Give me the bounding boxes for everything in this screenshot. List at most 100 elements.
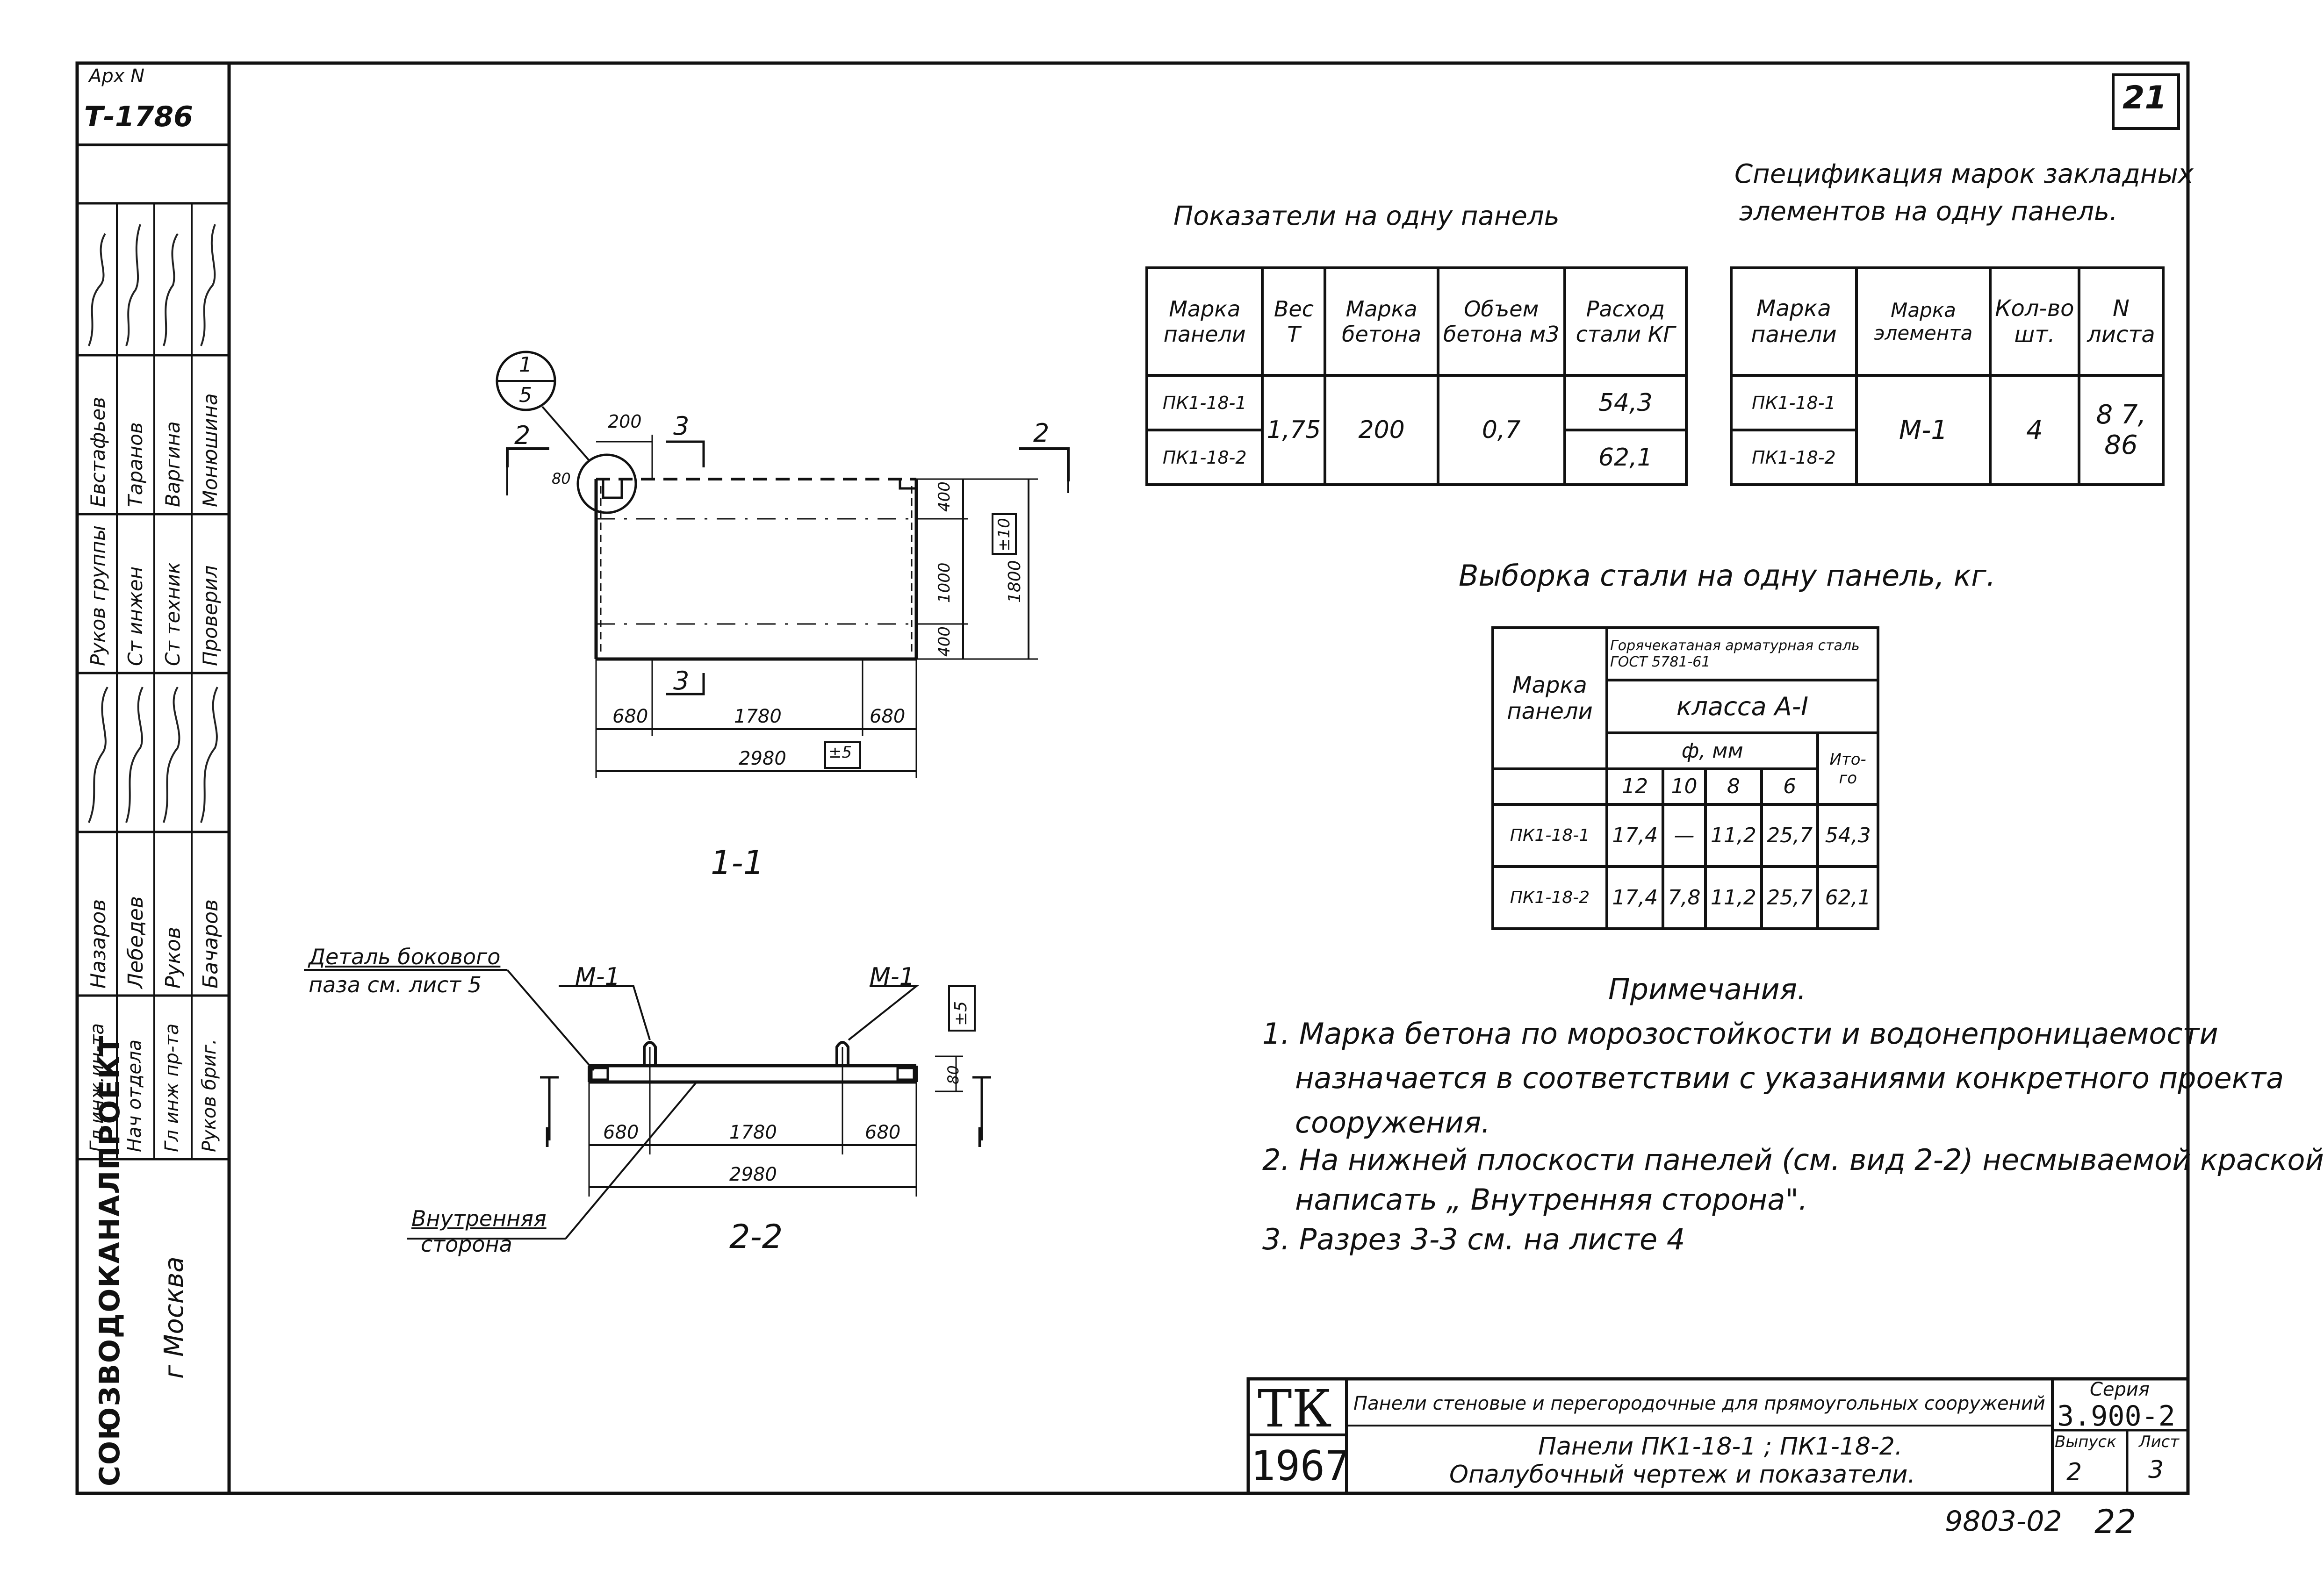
cell-volume: 0,7 (1436, 374, 1566, 486)
dim-bottom-680-right: 680 (870, 706, 906, 727)
section-3-top: 3 (673, 411, 690, 441)
m1-right-label: М-1 (870, 963, 915, 991)
name-monyushina: Монюшина (199, 393, 222, 507)
bottom-page: 22 (2094, 1503, 2137, 1541)
drawing-frame (75, 61, 2190, 1495)
dim-total-2980: 2980 (739, 748, 786, 769)
dim-right-400-top: 400 (935, 481, 954, 512)
dim-right-400-bottom: 400 (935, 626, 954, 657)
detail-note-line2: паза см. лист 5 (309, 972, 482, 997)
header-panel-mark: Марка панели (1145, 266, 1264, 377)
name-bacharov: Бачаров (199, 899, 223, 989)
steel-header-phi: ф, мм (1605, 731, 1820, 770)
organization-city: г Москва (159, 1256, 189, 1379)
diameter-6: 6 (1760, 767, 1820, 806)
dim-height-1800: 1800 (1005, 560, 1024, 603)
spec-title-line2: элементов на одну панель. (1739, 196, 2118, 227)
steel-header-class: класса А-I (1605, 679, 1879, 734)
steel-header-mark: Марка панели (1491, 626, 1608, 770)
callout-bottom: 5 (519, 383, 532, 407)
tol-height: ±10 (995, 518, 1014, 552)
steel-cell: 7,8 (1662, 865, 1707, 930)
steel-row-mark-1: ПК1-18-1 (1491, 803, 1608, 868)
issue-label: Выпуск (2055, 1433, 2116, 1451)
dim-bottom-1780: 1780 (734, 706, 782, 727)
tol-2-2: ±5 (951, 1001, 971, 1026)
dim-22-680-left: 680 (603, 1122, 639, 1143)
title-block-year: 1967 (1251, 1442, 1350, 1490)
role-brigade-head: Руков бриг. (199, 1039, 220, 1153)
steel-cell: 25,7 (1760, 803, 1820, 868)
indicators-table: Марка панели Вес Т Марка бетона Объем бе… (1145, 266, 1688, 486)
steel-header-total: Ито- го (1816, 731, 1879, 806)
role-checked: Проверил (199, 565, 222, 666)
tol-total: ±5 (828, 743, 852, 762)
inner-side-line2: сторона (421, 1232, 512, 1257)
spec-cell-panel-2: ПК1-18-2 (1730, 429, 1858, 486)
dim-22-1780: 1780 (729, 1122, 777, 1143)
role-group-head: Руков группы (86, 525, 109, 666)
diameter-8: 8 (1704, 767, 1763, 806)
diameter-10: 10 (1662, 767, 1707, 806)
title-block-description: Панели стеновые и перегородочные для пря… (1353, 1393, 2045, 1414)
name-vargina: Варгина (161, 421, 184, 507)
inner-side-line1: Внутренняя (411, 1206, 547, 1231)
steel-row-mark-2: ПК1-18-2 (1491, 865, 1608, 930)
cell-concrete-mark: 200 (1324, 374, 1439, 486)
cell-weight: 1,75 (1261, 374, 1327, 486)
dim-side-80: 80 (552, 470, 571, 487)
title-block-subtitle2: Опалубочный чертеж и показатели. (1449, 1461, 1915, 1489)
steel-cell: 11,2 (1704, 865, 1763, 930)
name-taranov: Таранов (124, 422, 147, 507)
spec-cell-panel-1: ПК1-18-1 (1730, 374, 1858, 431)
section-2-right: 2 (1033, 418, 1050, 448)
section-2-left: 2 (514, 421, 531, 450)
steel-header-blank (1491, 768, 1608, 806)
spec-cell-element: М-1 (1855, 374, 1992, 486)
section-1-1-drawing (496, 351, 1070, 778)
dim-bottom-680-left: 680 (612, 706, 648, 727)
steel-cell: 17,4 (1605, 803, 1665, 868)
cell-panel-mark-2: ПК1-18-2 (1145, 429, 1264, 486)
section-I-right: I (976, 1122, 984, 1154)
diameter-12: 12 (1605, 767, 1665, 806)
spec-header-count: Кол-во шт. (1989, 266, 2080, 377)
detail-note-line1: Деталь бокового (309, 944, 501, 969)
archive-number: Т-1786 (84, 100, 193, 133)
name-nazarov: Назаров (86, 899, 110, 989)
spec-header-panel: Марка панели (1730, 266, 1858, 377)
header-concrete-volume: Объем бетона м3 (1436, 266, 1566, 377)
spec-cell-sheets: 8 7, 86 (2077, 374, 2165, 486)
caption-1-1: 1-1 (711, 844, 764, 882)
cell-steel-2: 62,1 (1563, 429, 1688, 486)
section-2-2-drawing (304, 969, 991, 1240)
name-evstafiev: Евстафьев (86, 397, 109, 507)
dim-side-80-2: 80 (944, 1065, 962, 1084)
header-steel-consumption: Расход стали КГ (1563, 266, 1688, 377)
title-block-subtitle1: Панели ПК1-18-1 ; ПК1-18-2. (1538, 1433, 1903, 1461)
steel-cell: 17,4 (1605, 865, 1665, 930)
section-I-left: I (543, 1122, 552, 1154)
role-chief-project-engineer: Гл инж пр-та (161, 1023, 183, 1152)
header-concrete-mark: Марка бетона (1324, 266, 1439, 377)
header-weight: Вес Т (1261, 266, 1327, 377)
series-label: Серия (2090, 1379, 2150, 1400)
note-line-4: 2. На нижней плоскости панелей (см. вид … (1262, 1143, 2324, 1177)
steel-header-type: Горячекатаная арматурная сталь ГОСТ 5781… (1605, 626, 1879, 682)
steel-cell: — (1662, 803, 1707, 868)
note-line-1: 1. Марка бетона по морозостойкости и вод… (1262, 1017, 2218, 1051)
spec-cell-count: 4 (1989, 374, 2080, 486)
cell-steel-1: 54,3 (1563, 374, 1688, 431)
dim-22-680-right: 680 (865, 1122, 901, 1143)
dim-22-total: 2980 (729, 1164, 777, 1185)
role-senior-technician: Ст техник (161, 562, 184, 666)
spec-table: Марка панели Марка элемента Кол-во шт. N… (1730, 266, 2165, 486)
steel-cell-total: 54,3 (1816, 803, 1879, 868)
page-number: 21 (2123, 79, 2167, 116)
section-3-bottom: 3 (673, 666, 690, 695)
steel-table: Марка панели Горячекатаная арматурная ст… (1491, 626, 1879, 930)
callout-top: 1 (519, 353, 532, 377)
archive-label: Арх N (89, 65, 145, 87)
dim-top-200: 200 (608, 411, 642, 432)
spec-header-sheet: N листа (2077, 266, 2165, 377)
